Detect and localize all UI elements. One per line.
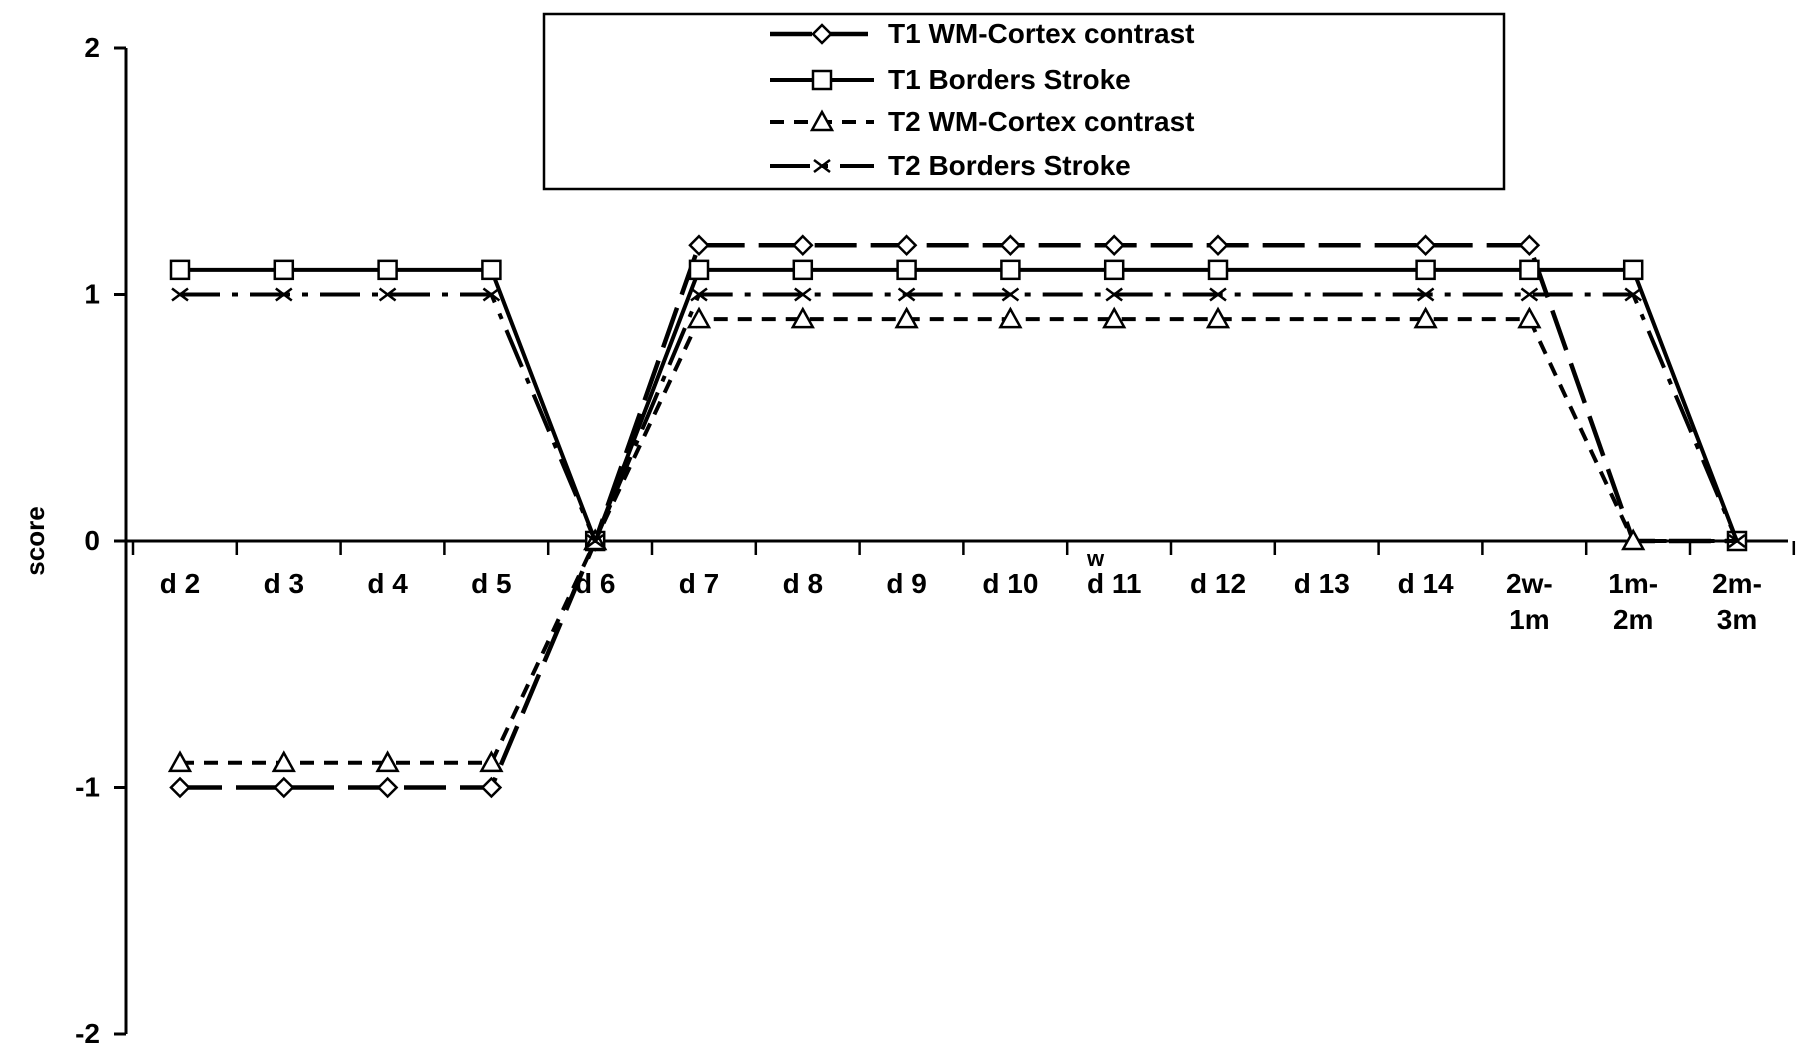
series-4-point: [1001, 287, 1020, 302]
legend-marker-1: [811, 23, 833, 45]
series-1-point: [169, 776, 191, 799]
x-tick-label: d 7: [679, 568, 719, 599]
series-3-point: [1413, 306, 1438, 329]
series-1-point: [1103, 234, 1125, 256]
series-1-point: [688, 234, 710, 256]
legend-label-4: T2 Borders Stroke: [888, 150, 1131, 181]
legend-label-3: T2 WM-Cortex contrast: [888, 106, 1194, 137]
series-4-point: [171, 287, 189, 302]
y-tick-label: 0: [84, 525, 100, 556]
legend-layer: T1 WM-Cortex contrast T1 Borders StrokeT2…: [542, 12, 1506, 191]
y-axis-label: score: [20, 506, 50, 575]
series-4-point: [275, 287, 293, 302]
series-1-point: [895, 234, 918, 256]
series-4-point: [1209, 287, 1227, 302]
series-2-point: [896, 259, 917, 281]
x-tick-label: 2w-1m: [1506, 568, 1553, 635]
series-3-point: [167, 750, 193, 773]
series-4-point: [1416, 287, 1435, 302]
legend-box: [542, 12, 1506, 191]
x-tick-label: d 3: [264, 568, 304, 599]
series-2-point: [1415, 259, 1436, 281]
x-tick-label: d 9: [886, 568, 926, 599]
x-tick-label: 2m-3m: [1712, 568, 1762, 635]
series-3-point: [271, 750, 296, 773]
series-2-point: [688, 259, 710, 281]
series-3-point: [998, 306, 1023, 329]
x-tick-label: d 11: [1087, 568, 1141, 599]
axis-annotation: w: [1086, 546, 1105, 571]
series-2-point: [169, 259, 191, 281]
x-tick-label: d 13: [1294, 568, 1350, 599]
series-1-point: [480, 776, 503, 799]
series-1-point: [1518, 234, 1541, 256]
series-4-point: [482, 287, 501, 302]
series-2-point: [792, 259, 814, 281]
series-3-point: [1517, 306, 1542, 329]
series-2-point: [1519, 259, 1540, 281]
y-tick-label: 1: [84, 279, 100, 310]
series-1-point: [376, 776, 399, 799]
series-3-point: [686, 306, 712, 329]
series-layer: [167, 234, 1748, 799]
annotation-layer: w: [1086, 546, 1105, 571]
x-tick-label: d 12: [1190, 568, 1246, 599]
series-3-point: [479, 750, 504, 773]
legend-marker-2: [811, 69, 833, 91]
x-tick-label: d 10: [982, 568, 1038, 599]
series-4-point: [897, 287, 916, 302]
series-3-point: [1621, 528, 1646, 551]
series-2-point: [481, 259, 502, 281]
x-tick-label: d 14: [1398, 568, 1454, 599]
legend-label-1: T1 WM-Cortex contrast: [888, 18, 1194, 49]
y-tick-label: -2: [75, 1018, 100, 1049]
series-4-point: [1728, 534, 1746, 548]
legend-marker-4: [813, 159, 831, 173]
series-4-point: [1105, 287, 1123, 302]
series-line-1: [180, 242, 1737, 790]
x-tick-label: d 5: [471, 568, 511, 599]
series-4-point: [1624, 287, 1642, 302]
legend-label-2: T1 Borders Stroke: [888, 64, 1131, 95]
y-tick-label: -1: [75, 772, 100, 803]
series-3-point: [894, 306, 919, 329]
x-tick-label: d 4: [367, 568, 408, 599]
series-2-point: [1207, 259, 1229, 281]
x-tick-label: d 8: [783, 568, 823, 599]
series-2-point: [273, 259, 295, 281]
x-tick-label: 1m-2m: [1608, 568, 1658, 635]
series-line-2: [180, 267, 1739, 543]
series-4-point: [1520, 287, 1539, 302]
series-1-point: [792, 234, 814, 256]
series-3-point: [1102, 306, 1127, 329]
series-line-4: [180, 292, 1739, 543]
series-3-point: [375, 750, 400, 773]
series-4-point: [378, 287, 397, 302]
series-3-point: [790, 306, 815, 329]
series-1-point: [1414, 234, 1437, 256]
series-2-point: [1103, 259, 1125, 281]
series-2-point: [1622, 259, 1644, 281]
series-2-point: [377, 259, 398, 281]
series-1-point: [1207, 234, 1229, 256]
y-tick-label: 2: [84, 32, 100, 63]
series-3-point: [1205, 306, 1231, 329]
series-2-point: [1000, 259, 1021, 281]
series-4-point: [794, 287, 812, 302]
x-tick-label: d 2: [160, 568, 200, 599]
series-4-point: [586, 534, 604, 548]
legend-marker-3: [809, 109, 835, 132]
series-4-point: [690, 287, 708, 302]
series-1-point: [273, 776, 295, 799]
series-1-point: [999, 234, 1022, 256]
